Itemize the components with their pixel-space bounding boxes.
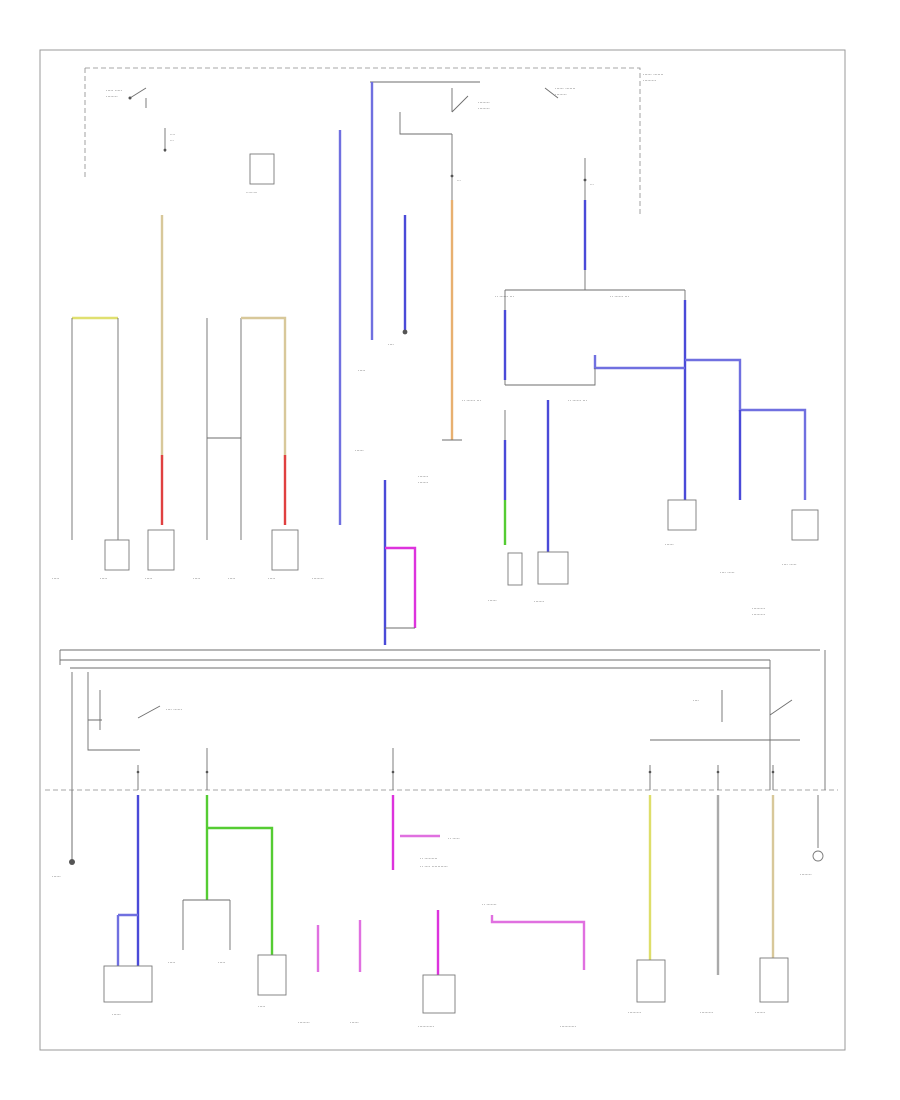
svg-text:·······: ·······	[418, 481, 428, 486]
svg-text:·····: ·····	[100, 577, 107, 582]
svg-text:···· ······: ···· ······	[166, 708, 182, 713]
svg-text:·· ·····: ·· ·····	[448, 837, 460, 842]
svg-text:·········: ·········	[700, 1011, 713, 1016]
svg-text:·····: ·····	[193, 577, 200, 582]
svg-text:········: ········	[555, 93, 567, 98]
center-blue-wires: ···· ····· ······	[338, 82, 417, 645]
right-fuse: ··· ·· ······ ··· ·· ······ ···	[495, 158, 686, 385]
svg-text:···· ·····: ···· ·····	[782, 563, 797, 568]
svg-text:·········: ·········	[246, 190, 257, 195]
lower-circuits: ······ ······ ····· ····· ····· ········…	[52, 790, 824, 1030]
right-branch-network	[503, 300, 807, 552]
svg-text:·····: ·····	[168, 961, 175, 966]
svg-text:······ ·······: ······ ·······	[555, 87, 575, 92]
label-center-module: ·······	[418, 475, 428, 480]
relay-module-top: ·········	[246, 153, 275, 195]
svg-text:······: ······	[350, 1021, 359, 1026]
svg-text:·· ······ ···: ·· ······ ···	[495, 295, 514, 300]
main-bus: ···· ······ ···· ········· ·········	[59, 607, 826, 860]
svg-text:····: ····	[388, 343, 394, 348]
svg-text:········: ········	[478, 101, 490, 106]
bottom-right-boxes: ······ ···· ····· ···· ····· ······ ····…	[488, 499, 819, 605]
svg-text:·····: ·····	[258, 1005, 265, 1010]
top-left-fuse: ···· ···	[163, 128, 175, 152]
svg-text:·········: ·········	[752, 613, 765, 618]
svg-text:···: ···	[590, 182, 594, 187]
left-lamp-labels: ····· ····· ····· ····· ····· ····· ····…	[52, 577, 324, 582]
svg-text:········: ········	[312, 577, 324, 582]
svg-text:······ ·······: ······ ·······	[643, 73, 663, 78]
svg-text:·····: ·····	[145, 577, 152, 582]
svg-text:······: ······	[488, 599, 497, 604]
svg-text:·····: ·····	[52, 577, 59, 582]
svg-text:···········: ···········	[560, 1025, 576, 1030]
svg-text:········: ········	[298, 1021, 310, 1026]
main-relay-top: ········ ········ ······ ······· ·······…	[370, 73, 663, 135]
svg-text:·········: ·········	[628, 1011, 641, 1016]
svg-text:·····: ·····	[268, 577, 275, 582]
svg-text:·······: ·······	[755, 1011, 765, 1016]
svg-text:·· ·······: ·· ·······	[482, 903, 497, 908]
svg-text:·· ···· ···········: ·· ···· ···········	[420, 865, 448, 870]
svg-text:·· ······ ···: ·· ······ ···	[568, 399, 587, 404]
svg-text:······: ······	[112, 1013, 121, 1018]
svg-text:····: ····	[693, 699, 699, 704]
lower-fuse-drops	[136, 748, 775, 790]
svg-text:········: ········	[106, 95, 118, 100]
svg-text:·········: ·········	[643, 79, 656, 84]
top-enclosure	[85, 67, 641, 215]
svg-text:·····: ·····	[218, 961, 225, 966]
ignition-switch: ····· ····· ········	[106, 87, 147, 108]
left-lamp-circuits	[71, 215, 299, 571]
svg-text:········: ········	[800, 873, 812, 878]
svg-text:······: ······	[665, 543, 674, 548]
svg-text:·· ······ ···: ·· ······ ···	[610, 295, 629, 300]
svg-text:······: ······	[52, 875, 61, 880]
svg-text:···········: ···········	[418, 1025, 434, 1030]
fuse-column-center: ···	[442, 134, 462, 441]
svg-text:········: ········	[478, 107, 490, 112]
svg-text:·····: ·····	[228, 577, 235, 582]
svg-text:······: ······	[355, 449, 364, 454]
svg-text:·· ······ ···: ·· ······ ···	[462, 399, 481, 404]
svg-text:···· ·····: ···· ·····	[720, 571, 735, 576]
svg-text:····· ·····: ····· ·····	[106, 89, 122, 94]
svg-text:·· ·········: ·· ·········	[420, 857, 438, 862]
svg-text:·········: ·········	[752, 607, 765, 612]
svg-text:·····: ·····	[358, 369, 365, 374]
svg-text:····: ····	[170, 132, 175, 137]
svg-text:···: ···	[170, 138, 174, 143]
diagram-frame	[39, 49, 846, 1051]
svg-text:···: ···	[457, 178, 461, 183]
svg-text:·······: ·······	[534, 600, 544, 605]
